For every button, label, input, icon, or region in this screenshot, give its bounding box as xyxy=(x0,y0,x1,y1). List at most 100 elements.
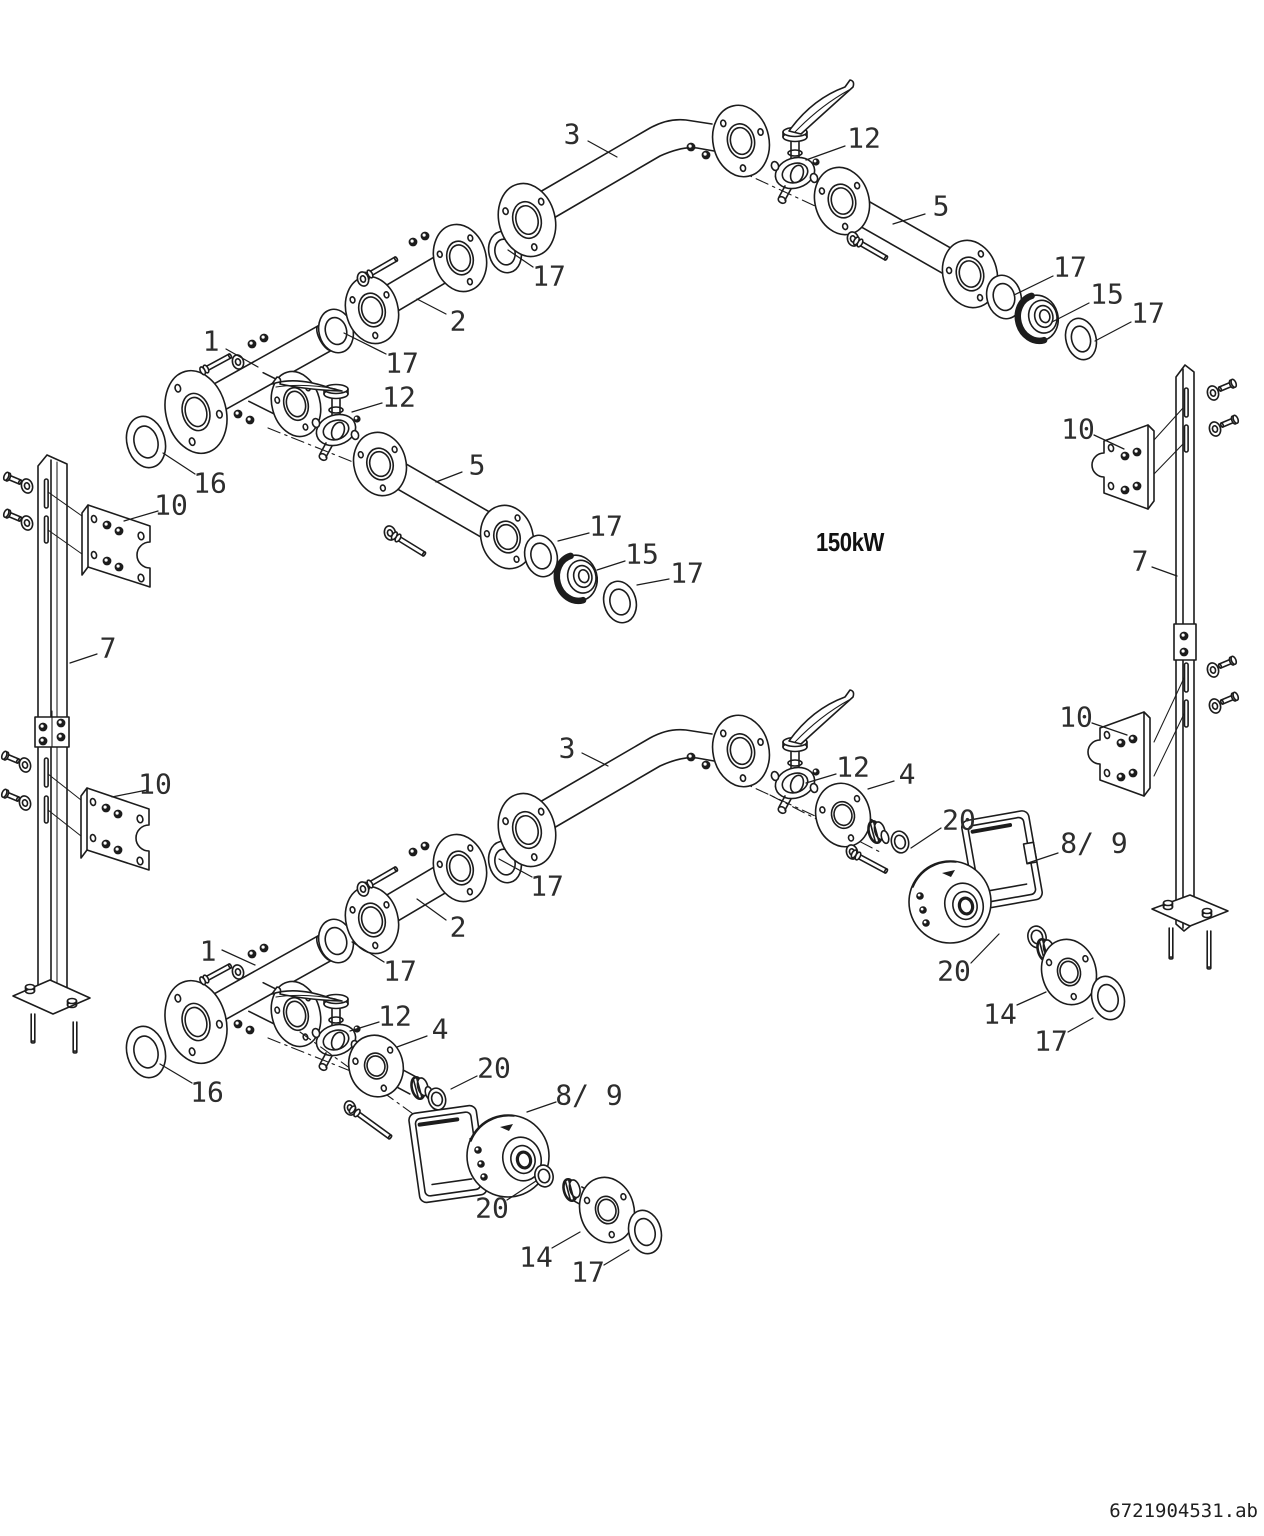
butterfly-valve xyxy=(770,79,855,205)
part-callout-17: 17 xyxy=(507,249,566,293)
part-callout-12: 12 xyxy=(805,122,881,161)
part-callout-17: 17 xyxy=(571,1249,630,1289)
part-number-label: 2 xyxy=(450,305,467,338)
part-number-label: 3 xyxy=(564,118,581,151)
part-callout-20: 20 xyxy=(475,1180,537,1225)
part-callout-17: 17 xyxy=(636,557,704,590)
part-callout-20: 20 xyxy=(910,804,976,849)
part-number-label: 20 xyxy=(937,955,971,988)
part-callout-12: 12 xyxy=(349,1000,412,1033)
part-number-label: 3 xyxy=(559,732,576,765)
part-callout-17: 17 xyxy=(343,332,419,380)
part-callout-3: 3 xyxy=(564,118,618,158)
part-callout-20: 20 xyxy=(450,1052,511,1090)
circulation-pump xyxy=(908,810,1043,944)
part-callout-5: 5 xyxy=(435,449,486,483)
part-callout-89: 8/ 9 xyxy=(526,1079,623,1113)
butterfly-valve xyxy=(271,376,361,462)
mounting-bracket xyxy=(81,504,151,588)
part-number-label: 20 xyxy=(942,804,976,837)
part-number-label: 5 xyxy=(933,190,950,223)
part-number-label: 20 xyxy=(477,1052,511,1085)
part-number-label: 10 xyxy=(1059,701,1093,734)
part-number-label: 12 xyxy=(836,751,870,784)
part-number-label: 8/ 9 xyxy=(1060,827,1127,860)
part-callout-12: 12 xyxy=(351,381,416,414)
part-number-label: 15 xyxy=(625,538,659,571)
part-number-label: 4 xyxy=(899,758,916,791)
part-number-label: 17 xyxy=(1053,251,1087,284)
part-number-label: 17 xyxy=(1034,1025,1068,1058)
circulation-pump xyxy=(408,1104,550,1204)
part-callout-14: 14 xyxy=(983,991,1047,1031)
part-callout-1: 1 xyxy=(200,935,256,968)
part-number-label: 7 xyxy=(100,632,117,665)
butterfly-valve xyxy=(770,689,855,815)
part-number-label: 12 xyxy=(382,381,416,414)
part-callout-17: 17 xyxy=(498,858,564,903)
part-number-label: 1 xyxy=(203,325,220,358)
part-number-label: 16 xyxy=(190,1076,224,1109)
butterfly-valve xyxy=(271,986,361,1072)
document-number: 6721904531.ab xyxy=(1109,1500,1258,1522)
part-callout-17: 17 xyxy=(1034,1017,1094,1058)
part-callout-7: 7 xyxy=(69,632,117,665)
part-callout-89: 8/ 9 xyxy=(1027,827,1128,864)
part-callout-16: 16 xyxy=(159,1063,224,1109)
part-callout-10: 10 xyxy=(1059,701,1128,736)
part-callout-10: 10 xyxy=(111,768,172,801)
part-callout-17: 17 xyxy=(1094,297,1165,342)
part-number-label: 17 xyxy=(530,870,564,903)
part-callout-12: 12 xyxy=(805,751,870,784)
mounting-bracket xyxy=(80,787,150,871)
part-number-label: 17 xyxy=(589,510,623,543)
part-callout-4: 4 xyxy=(396,1013,448,1048)
mounting-bracket xyxy=(1087,711,1151,797)
part-callout-15: 15 xyxy=(596,538,659,571)
power-rating-label: 150kW xyxy=(816,527,884,557)
part-callout-3: 3 xyxy=(559,732,609,767)
part-callout-20: 20 xyxy=(937,933,1000,988)
mounting-bracket xyxy=(1091,424,1155,510)
part-callout-16: 16 xyxy=(162,452,227,500)
manifold-assembly-top xyxy=(125,79,1098,624)
part-number-label: 14 xyxy=(983,998,1017,1031)
part-callout-5: 5 xyxy=(892,190,950,225)
part-callout-2: 2 xyxy=(416,298,467,338)
part-callout-4: 4 xyxy=(867,758,916,791)
part-callout-1: 1 xyxy=(203,325,259,368)
part-number-label: 12 xyxy=(378,1000,412,1033)
part-number-label: 10 xyxy=(1061,413,1095,446)
part-callout-7: 7 xyxy=(1132,545,1178,578)
part-callout-17: 17 xyxy=(351,941,417,988)
part-number-label: 10 xyxy=(138,768,172,801)
part-callout-14: 14 xyxy=(519,1231,581,1274)
part-callout-15: 15 xyxy=(1051,278,1124,323)
part-number-label: 15 xyxy=(1090,278,1124,311)
part-number-label: 5 xyxy=(469,449,486,482)
part-number-label: 17 xyxy=(383,955,417,988)
wall-rail-right xyxy=(1087,364,1240,970)
part-callout-10: 10 xyxy=(1061,413,1125,450)
part-number-label: 20 xyxy=(475,1192,509,1225)
manifold-assembly-bottom xyxy=(125,689,1126,1255)
part-callout-10: 10 xyxy=(123,489,188,522)
part-callout-2: 2 xyxy=(416,898,466,944)
wall-rail-left xyxy=(0,454,151,1054)
part-number-label: 7 xyxy=(1132,545,1149,578)
part-number-label: 17 xyxy=(571,1256,605,1289)
part-number-label: 12 xyxy=(847,122,881,155)
part-number-label: 8/ 9 xyxy=(555,1079,622,1112)
part-number-label: 16 xyxy=(193,467,227,500)
part-number-label: 17 xyxy=(1131,297,1165,330)
part-number-label: 10 xyxy=(154,489,188,522)
part-number-label: 17 xyxy=(670,557,704,590)
part-callout-17: 17 xyxy=(557,510,623,543)
part-number-label: 14 xyxy=(519,1241,553,1274)
part-number-label: 17 xyxy=(385,347,419,380)
part-number-label: 17 xyxy=(532,260,566,293)
part-number-label: 1 xyxy=(200,935,217,968)
